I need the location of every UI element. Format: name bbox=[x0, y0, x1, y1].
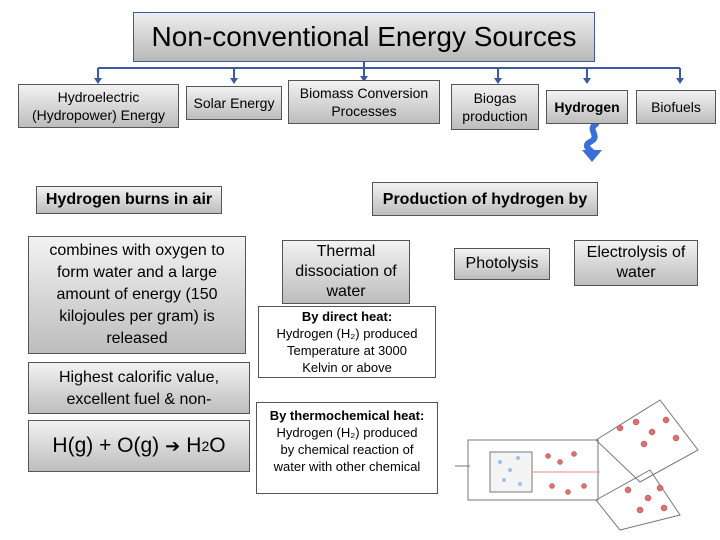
combines-text: combines with oxygen to form water and a… bbox=[49, 242, 225, 347]
thermochemical-line3: water with other chemical bbox=[273, 459, 421, 474]
source-biogas: Biogas production bbox=[451, 84, 539, 130]
production-heading-label: Production of hydrogen by bbox=[382, 191, 588, 208]
direct-heat-box: By direct heat: Hydrogen (H₂) produced T… bbox=[258, 306, 436, 378]
electrolysis-diagram-icon bbox=[455, 399, 699, 531]
source-biomass-label: Biomass Conversion Processes bbox=[299, 85, 429, 119]
equation-lhs: H(g) + O(g) bbox=[52, 434, 160, 457]
source-biofuels-label: Biofuels bbox=[651, 99, 701, 115]
thermochemical-title: By thermochemical heat: bbox=[269, 408, 425, 423]
thermochemical-heat-box: By thermochemical heat: Hydrogen (H₂) pr… bbox=[256, 402, 438, 494]
direct-heat-line3: Kelvin or above bbox=[302, 360, 392, 375]
thermal-dissociation-label: Thermal dissociation of water bbox=[295, 243, 397, 300]
electrolysis-label: Electrolysis of water bbox=[586, 244, 686, 281]
wavy-arrow-icon bbox=[582, 121, 602, 162]
source-biofuels: Biofuels bbox=[636, 90, 716, 124]
equation-rhs: H bbox=[186, 434, 202, 457]
source-biomass: Biomass Conversion Processes bbox=[288, 80, 440, 124]
direct-heat-line2: Temperature at 3000 bbox=[287, 343, 407, 358]
molecule-dots bbox=[545, 416, 680, 514]
source-biogas-label: Biogas production bbox=[462, 90, 528, 124]
calorific-text-box: Highest calorific value, excellent fuel … bbox=[28, 362, 250, 414]
source-solar-label: Solar Energy bbox=[193, 95, 275, 111]
electrolysis-box: Electrolysis of water bbox=[574, 240, 698, 286]
equation-arrow: ➔ bbox=[165, 435, 181, 456]
source-hydroelectric: Hydroelectric (Hydropower) Energy bbox=[18, 84, 179, 128]
photolysis-label: Photolysis bbox=[465, 255, 539, 272]
thermochemical-line1: Hydrogen (H₂) produced bbox=[276, 425, 418, 440]
equation-rhs-tail: O bbox=[209, 434, 226, 457]
source-hydrogen: Hydrogen bbox=[546, 90, 628, 124]
equation-rhs-subscript: 2 bbox=[201, 438, 210, 454]
bubble-dots bbox=[498, 456, 522, 486]
production-heading: Production of hydrogen by bbox=[372, 182, 598, 216]
hydrogen-burns-heading: Hydrogen burns in air bbox=[36, 186, 222, 214]
page-title: Non-conventional Energy Sources bbox=[133, 12, 595, 62]
thermal-dissociation-box: Thermal dissociation of water bbox=[282, 240, 410, 304]
calorific-text: Highest calorific value, excellent fuel … bbox=[58, 369, 220, 408]
source-solar: Solar Energy bbox=[186, 86, 282, 120]
combines-text-box: combines with oxygen to form water and a… bbox=[28, 236, 246, 354]
source-hydrogen-label: Hydrogen bbox=[554, 99, 620, 115]
direct-heat-line1: Hydrogen (H₂) produced bbox=[276, 326, 418, 341]
photolysis-box: Photolysis bbox=[454, 248, 550, 280]
thermochemical-line2: by chemical reaction of bbox=[280, 442, 414, 457]
source-hydroelectric-label: Hydroelectric (Hydropower) Energy bbox=[31, 89, 166, 123]
hydrogen-burns-label: Hydrogen burns in air bbox=[45, 191, 213, 208]
direct-heat-title: By direct heat: bbox=[301, 309, 393, 324]
